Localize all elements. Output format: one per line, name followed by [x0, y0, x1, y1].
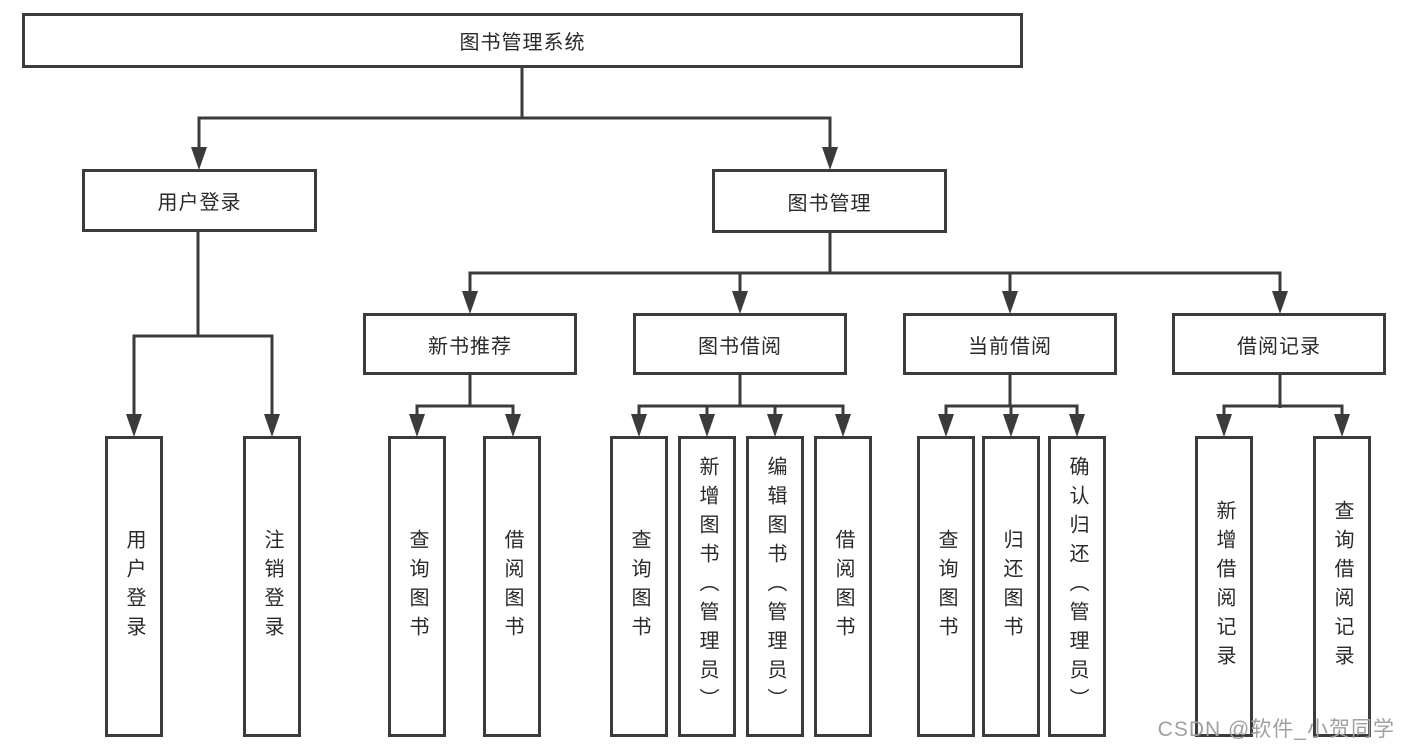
node-label: 新增借阅记录 [1213, 499, 1235, 674]
node-label: 借阅图书 [832, 528, 854, 645]
node-borrowing-records: 借阅记录 [1172, 313, 1386, 375]
leaf-user-login: 用户登录 [105, 436, 163, 737]
leaf-logout: 注销登录 [243, 436, 301, 737]
node-label: 查询图书 [628, 528, 650, 645]
node-label: 新书推荐 [428, 335, 512, 358]
leaf-edit-book-admin: 编辑图书（管理员） [746, 436, 804, 737]
node-label: 归还图书 [1000, 528, 1022, 645]
node-label: 查询图书 [935, 528, 957, 645]
node-label: 借阅图书 [501, 528, 523, 645]
node-label: 用户登录 [123, 528, 145, 645]
leaf-borrow-books-borrowing: 借阅图书 [814, 436, 872, 737]
node-label: 编辑图书（管理员） [764, 456, 786, 717]
node-label: 图书借阅 [698, 335, 782, 358]
leaf-query-borrow-record: 查询借阅记录 [1313, 436, 1371, 737]
node-current-borrowing: 当前借阅 [903, 313, 1117, 375]
csdn-watermark: CSDN @软件_小贺同学 [1157, 718, 1395, 741]
node-library-system: 图书管理系统 [22, 13, 1023, 68]
node-new-book-recommendation: 新书推荐 [363, 313, 577, 375]
arrowheads [126, 147, 1350, 437]
node-label: 注销登录 [261, 528, 283, 645]
leaf-query-books-current: 查询图书 [917, 436, 975, 737]
node-user-login: 用户登录 [82, 169, 317, 232]
node-label: 用户登录 [157, 192, 242, 214]
node-book-borrowing: 图书借阅 [633, 313, 847, 375]
leaf-borrow-books-recommendation: 借阅图书 [483, 436, 541, 737]
node-label: 新增图书（管理员） [696, 456, 718, 717]
leaf-add-book-admin: 新增图书（管理员） [678, 436, 736, 737]
node-label: 图书管理系统 [459, 32, 586, 54]
leaf-add-borrow-record: 新增借阅记录 [1195, 436, 1253, 737]
node-label: 借阅记录 [1237, 335, 1321, 358]
node-label: 图书管理 [787, 192, 872, 215]
node-label: 查询图书 [406, 528, 428, 645]
node-book-management: 图书管理 [712, 169, 947, 233]
node-label: 当前借阅 [968, 335, 1052, 358]
node-label: 查询借阅记录 [1331, 499, 1353, 674]
leaf-query-books-borrowing: 查询图书 [610, 436, 668, 737]
leaf-return-book: 归还图书 [982, 436, 1040, 737]
node-label: 确认归还（管理员） [1066, 456, 1088, 717]
leaf-query-books-recommendation: 查询图书 [388, 436, 446, 737]
leaf-confirm-return-admin: 确认归还（管理员） [1048, 436, 1106, 737]
